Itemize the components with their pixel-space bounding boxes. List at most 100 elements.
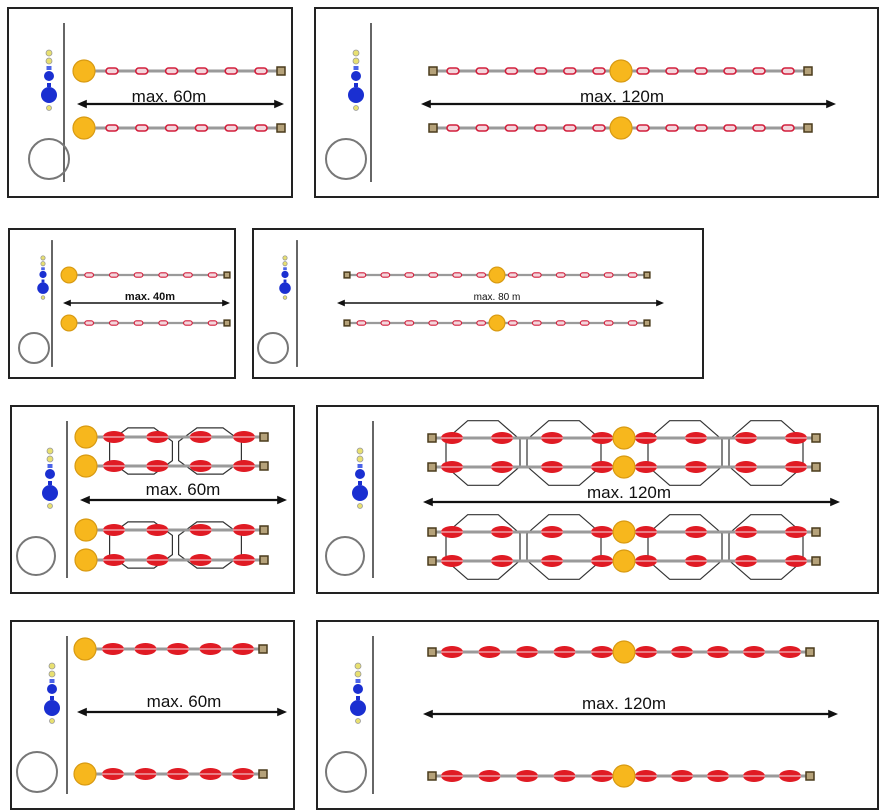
panel-row2-left: max. 40m — [8, 228, 236, 379]
gate-block-icon — [49, 679, 55, 683]
gate-light-icon — [356, 455, 364, 463]
anchor-block-icon — [276, 66, 286, 76]
lane-diagram — [28, 23, 286, 182]
lane-float — [224, 124, 238, 132]
gate-block-icon — [355, 679, 361, 683]
marker-buoy-icon — [612, 764, 636, 788]
lane-diagram — [18, 240, 231, 367]
marker-buoy-icon — [609, 59, 633, 83]
arrow-head-right-icon — [828, 709, 838, 719]
net-outline — [445, 420, 521, 486]
gate-light-icon — [46, 105, 52, 111]
panel-row2-right: max. 80 m — [252, 228, 704, 379]
arrow-head-left-icon — [423, 497, 433, 507]
anchor-block-icon — [223, 271, 231, 279]
marker-buoy-icon — [612, 426, 636, 450]
lane-float — [164, 124, 179, 132]
lane-float — [428, 272, 439, 278]
gate-buoy-icon — [44, 71, 54, 81]
anchor-block-icon — [259, 555, 269, 565]
anchor-block-icon — [428, 123, 438, 133]
marker-buoy-icon — [488, 266, 506, 284]
gate-block-icon — [356, 696, 360, 700]
gate-buoy-icon — [355, 469, 365, 479]
lane-diagram — [16, 636, 287, 794]
arrow-head-right-icon — [656, 299, 664, 307]
lane-float — [627, 272, 638, 278]
lane-float — [158, 272, 169, 278]
net-outline — [526, 514, 602, 580]
lane-float — [563, 124, 577, 132]
marker-buoy-icon — [60, 314, 78, 332]
anchor-block-icon — [259, 461, 269, 471]
anchor-block-icon — [811, 433, 821, 443]
gate-buoy-icon — [47, 684, 57, 694]
gate-light-icon — [356, 447, 364, 455]
arrow-head-right-icon — [830, 497, 840, 507]
lane-float — [476, 320, 487, 326]
marker-buoy-icon — [609, 116, 633, 140]
lane-float — [194, 67, 209, 75]
panel-row3-right: max. 120m — [316, 405, 879, 594]
marker-buoy-icon — [612, 549, 636, 573]
distance-label: max. 60m — [146, 692, 222, 711]
anchor-block-icon — [427, 647, 437, 657]
lane-diagram — [16, 421, 287, 578]
marker-buoy-icon — [612, 455, 636, 479]
net-outline — [728, 420, 804, 486]
lane-float — [665, 67, 679, 75]
net-outline — [647, 420, 723, 486]
panel-row4-left: max. 60m — [10, 620, 295, 810]
marker-buoy-icon — [612, 640, 636, 664]
anchor-block-icon — [427, 771, 437, 781]
lane-float — [164, 67, 179, 75]
lane-float — [452, 272, 463, 278]
marker-buoy-icon — [612, 520, 636, 544]
arrow-head-left-icon — [77, 99, 87, 109]
anchor-block-icon — [643, 271, 651, 279]
gate-block-icon — [358, 481, 362, 485]
lane-float — [636, 67, 650, 75]
anchor-block-icon — [259, 432, 269, 442]
lane-float — [475, 67, 489, 75]
arrow-head-left-icon — [337, 299, 345, 307]
lane-diagram — [325, 636, 838, 794]
gate-light-icon — [45, 57, 53, 65]
anchor-block-icon — [259, 525, 269, 535]
marker-buoy-icon — [72, 59, 96, 83]
anchor-block-icon — [343, 319, 351, 327]
lane-float — [183, 320, 193, 326]
gate-block-icon — [46, 66, 52, 70]
lane-float — [158, 320, 169, 326]
lane-float — [380, 320, 391, 326]
distance-label: max. 80 m — [473, 292, 521, 303]
gate-buoy-icon — [44, 700, 60, 716]
lane-diagram — [257, 240, 664, 367]
lane-float — [533, 67, 548, 75]
gate-block-icon — [47, 464, 53, 468]
anchor-block-icon — [803, 123, 813, 133]
arrow-head-right-icon — [222, 299, 230, 307]
lane-diagram — [325, 23, 836, 182]
arrow-head-left-icon — [80, 495, 90, 505]
gate-light-icon — [282, 261, 288, 267]
panel-row4-right: max. 120m — [316, 620, 879, 810]
gate-buoy-icon — [348, 87, 364, 103]
marker-buoy-icon — [73, 637, 97, 661]
gate-block-icon — [354, 83, 358, 87]
lane-float — [627, 320, 638, 326]
lane-float — [380, 272, 391, 278]
lane-float — [133, 272, 144, 278]
gate-buoy-icon — [350, 700, 366, 716]
anchor-block-icon — [811, 527, 821, 537]
anchor-block-icon — [805, 647, 815, 657]
anchor-block-icon — [643, 319, 651, 327]
gate-light-icon — [46, 455, 54, 463]
gate-light-icon — [354, 662, 362, 670]
marker-buoy-icon — [74, 425, 98, 449]
marker-buoy-icon — [74, 454, 98, 478]
gate-block-icon — [41, 267, 45, 271]
lane-float — [579, 320, 590, 326]
arrow-head-right-icon — [277, 495, 287, 505]
anchor-block-icon — [258, 769, 268, 779]
